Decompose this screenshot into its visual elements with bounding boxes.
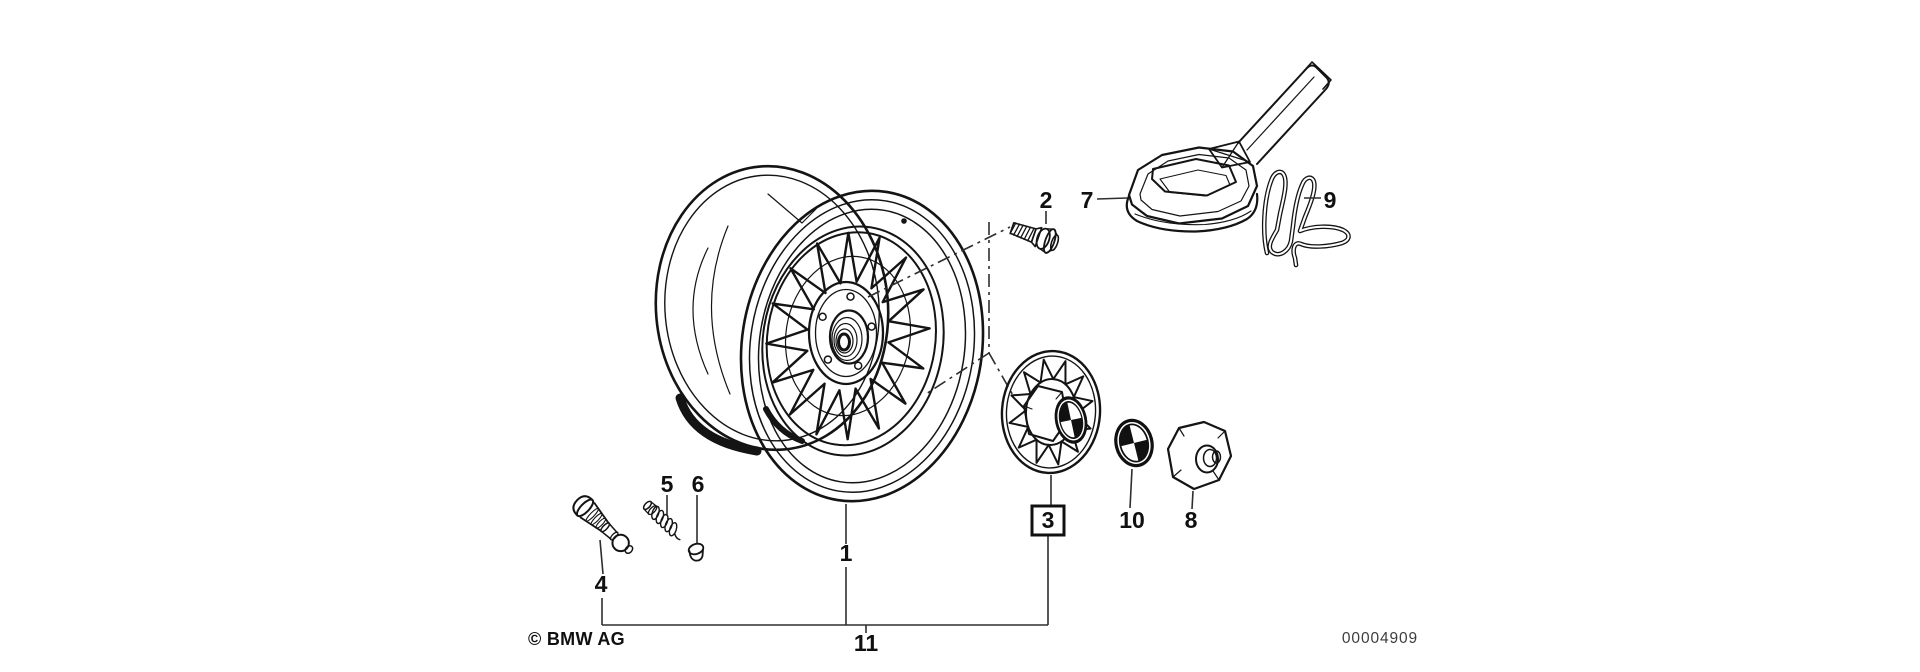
cover-nut-illustration (1166, 420, 1233, 491)
barrel-contour (710, 225, 731, 395)
callout-11[interactable]: 11 (854, 630, 879, 656)
cross-spoke-mesh (765, 231, 931, 441)
lug-hole (818, 312, 827, 322)
wheel-barrel (654, 164, 890, 452)
wheel-hub (807, 280, 885, 386)
callout-9[interactable]: 9 (1324, 187, 1337, 213)
diagram-part-number: 00004909 (1342, 630, 1418, 647)
mesh-mid-ring (784, 255, 912, 417)
spring-clip-illustration (1261, 169, 1351, 268)
leader-lines (599, 197, 1321, 633)
callout-6[interactable]: 6 (692, 471, 705, 497)
socket-wrench-illustration (1125, 61, 1332, 233)
tool-bowl-rim (1127, 146, 1259, 225)
cap-roundel (1054, 396, 1088, 444)
tool-handle-tip (1303, 61, 1332, 90)
callout-10[interactable]: 10 (1119, 507, 1145, 533)
lug-hole (846, 292, 855, 301)
shading-crescent (763, 406, 805, 444)
hub-cap-cover-illustration (1000, 349, 1102, 475)
bmw-emblem-illustration (1114, 418, 1154, 468)
valve-hole-mark (901, 218, 907, 224)
callout-2[interactable]: 2 (1040, 187, 1053, 213)
callout-4[interactable]: 4 (595, 571, 608, 597)
barrel-contour (692, 247, 709, 375)
alloy-wheel-illustration (654, 164, 985, 503)
barrel-highlight (767, 193, 817, 224)
callout-1[interactable]: 1 (840, 540, 853, 566)
projection-lines (867, 222, 1015, 398)
wheel-bolt-illustration (1009, 221, 1060, 254)
callout-5[interactable]: 5 (661, 471, 674, 497)
lug-hole (867, 322, 876, 331)
hub-bore (828, 309, 870, 365)
wheel-dish (761, 225, 945, 457)
tire-valve-illustration (572, 495, 634, 555)
callout-3[interactable]: 3 (1042, 507, 1055, 533)
valve-insert-illustration (642, 500, 681, 541)
callout-7[interactable]: 7 (1081, 187, 1094, 213)
tool-bowl-flange (1125, 192, 1259, 233)
lug-hole (823, 355, 833, 364)
bmw-copyright: © BMW AG (528, 629, 625, 649)
shading-crescent (675, 393, 762, 456)
callout-3-box (1030, 504, 1066, 537)
callout-8[interactable]: 8 (1185, 507, 1198, 533)
lug-hole (853, 361, 863, 370)
valve-cap-illustration (687, 542, 705, 562)
tool-handle (1237, 64, 1330, 165)
